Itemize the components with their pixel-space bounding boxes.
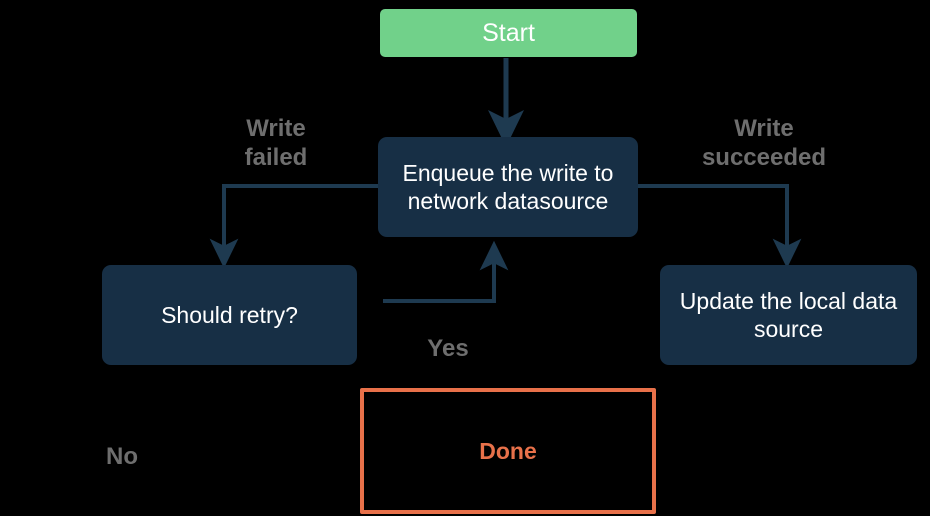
- node-enqueue-write[interactable]: Enqueue the write to network datasource: [378, 137, 638, 237]
- node-done[interactable]: Done: [360, 388, 656, 514]
- node-start-label: Start: [482, 18, 535, 47]
- node-done-label: Done: [479, 437, 537, 464]
- edge-enqueue-to-update: [638, 184, 802, 269]
- node-start[interactable]: Start: [380, 9, 637, 57]
- edge-label-write-failed: Write failed: [244, 115, 308, 172]
- node-update-local-data-source[interactable]: Update the local data source: [660, 265, 917, 365]
- node-enqueue-write-label: Enqueue the write to network datasource: [402, 159, 614, 214]
- node-should-retry[interactable]: Should retry?: [102, 265, 357, 365]
- edge-label-yes: Yes: [427, 335, 469, 362]
- edge-retry-yes-to-enqueue: [383, 240, 509, 303]
- node-update-local-data-source-label: Update the local data source: [679, 287, 898, 342]
- edge-label-write-succeeded: Write succeeded: [701, 115, 827, 172]
- edge-enqueue-to-retry: [209, 184, 378, 269]
- node-should-retry-label: Should retry?: [161, 301, 298, 328]
- edge-label-no: No: [106, 443, 138, 470]
